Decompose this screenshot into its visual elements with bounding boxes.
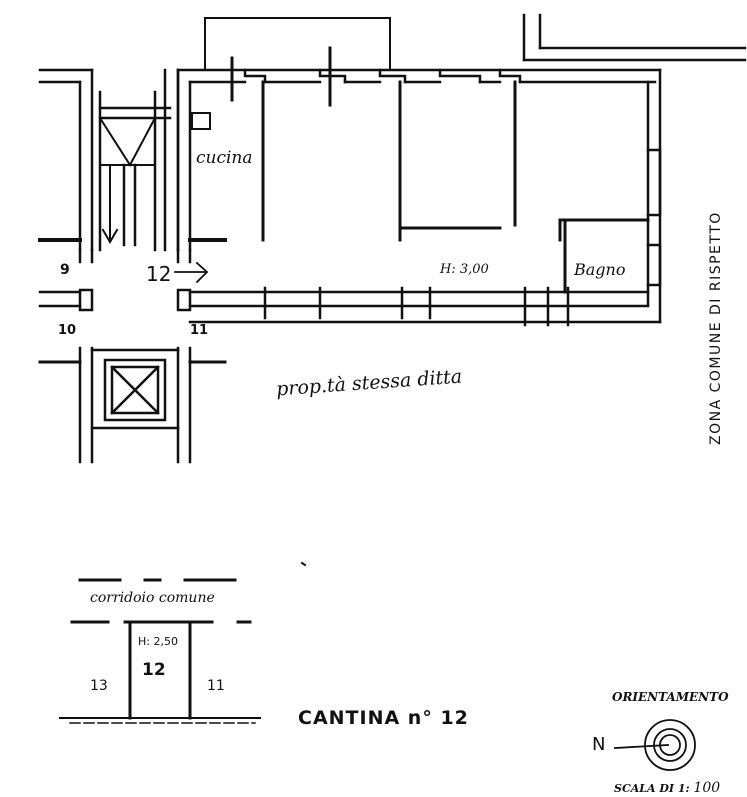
scale-label: SCALA DI 1: 100 [614,780,720,796]
cellar-height-label: H: 2,50 [138,635,178,648]
entrance-arrow [174,261,209,284]
unit-label-11: 11 [190,323,209,338]
orientation-symbol [614,719,696,771]
orientation-title: ORIENTAMENTO [612,690,729,704]
stairwell [38,68,227,464]
cellar-neighbour-right: 11 [207,678,225,694]
stray-mark [300,561,307,567]
unit-label-12: 12 [146,262,172,286]
cellar-plan [59,578,261,724]
scale-value: 100 [693,780,721,796]
corridor-label: corridoio comune [90,590,215,606]
interior-partitions [191,46,650,294]
external-corner [522,13,747,62]
cellar-number-label: 12 [142,660,166,680]
wall-pillars [263,286,570,327]
zona-comune-label: ZONA COMUNE DI RISPETTO [708,211,724,445]
apartment-outer-walls [176,68,662,324]
room-label-bagno: Bagno [574,260,626,279]
unit-label-9: 9 [60,262,70,278]
scale-prefix: SCALA DI 1: [614,782,690,795]
north-label: N [592,734,606,755]
cellar-title: CANTINA n° 12 [298,707,469,729]
unit-label-10: 10 [58,323,77,338]
cellar-neighbour-left: 13 [90,678,108,694]
room-label-cucina: cucina [196,148,253,168]
ceiling-height-label: H: 3,00 [440,262,489,277]
balcony [204,17,391,71]
